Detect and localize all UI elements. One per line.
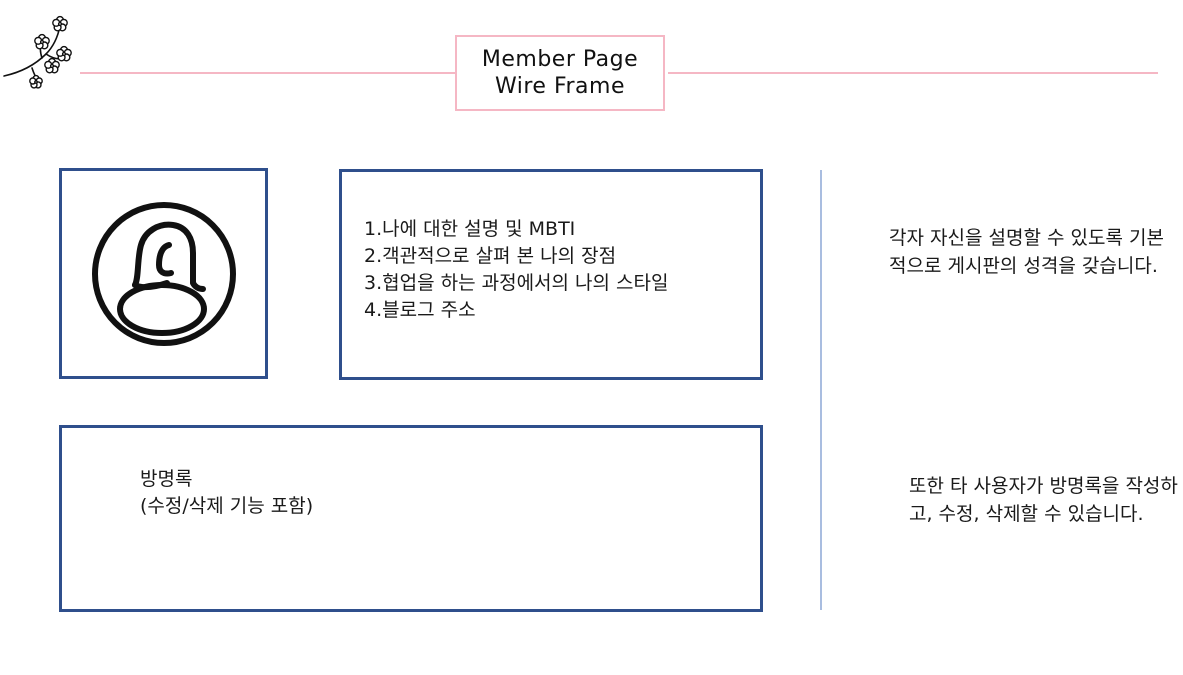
vertical-divider <box>820 170 822 610</box>
profile-avatar-box <box>59 168 268 379</box>
title-rule-right <box>668 72 1158 74</box>
intro-item-blog-address: 4.블로그 주소 <box>364 299 476 321</box>
self-intro-box: 1.나에 대한 설명 및 MBTI 2.객관적으로 살펴 본 나의 장점 3.협… <box>339 169 763 380</box>
page-title: Member Page Wire Frame <box>455 35 665 111</box>
cherry-blossom-branch-icon <box>2 14 80 90</box>
user-avatar-icon <box>91 201 236 346</box>
guestbook-title: 방명록 <box>140 468 193 490</box>
page-title-line-1: Member Page <box>481 47 639 72</box>
guestbook-description-note: 또한 타 사용자가 방명록을 작성하고, 수정, 삭제할 수 있습니다. <box>909 475 1178 525</box>
intro-item-collab-style: 3.협업을 하는 과정에서의 나의 스타일 <box>364 272 669 294</box>
intro-item-mbti: 1.나에 대한 설명 및 MBTI <box>364 218 576 240</box>
guestbook-box: 방명록 (수정/삭제 기능 포함) <box>59 425 763 612</box>
title-rule-left <box>80 72 456 74</box>
board-description-note: 각자 자신을 설명할 수 있도록 기본적으로 게시판의 성격을 갖습니다. <box>889 227 1164 277</box>
guestbook-subtitle: (수정/삭제 기능 포함) <box>140 495 314 517</box>
intro-item-strengths: 2.객관적으로 살펴 본 나의 장점 <box>364 245 617 267</box>
page-title-line-2: Wire Frame <box>494 74 626 99</box>
